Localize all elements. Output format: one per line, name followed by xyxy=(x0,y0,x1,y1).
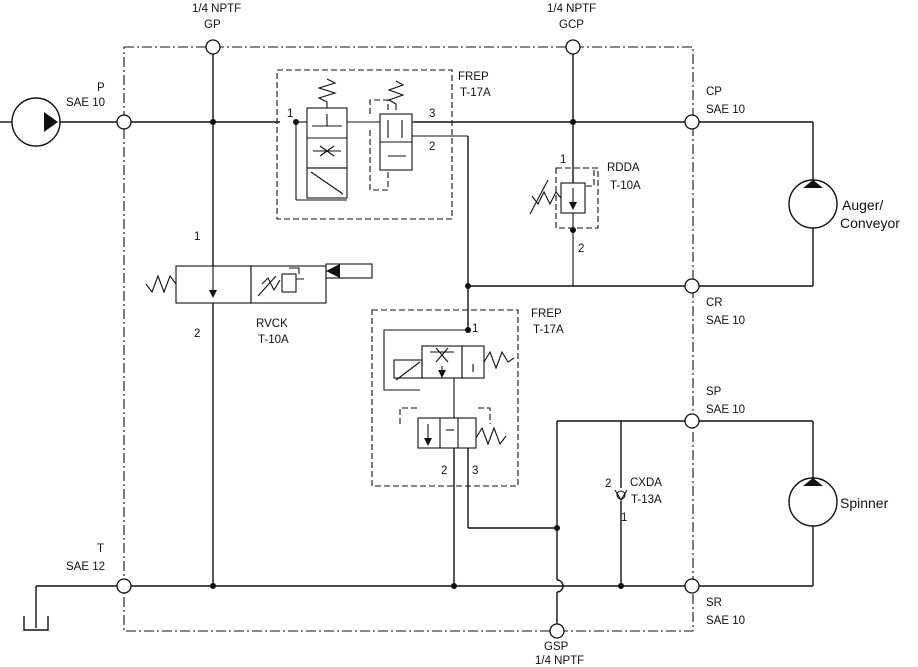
spinner-motor xyxy=(699,420,838,587)
port-t xyxy=(116,578,132,594)
rdda-port1: 1 xyxy=(560,154,566,166)
cxda-name: CXDA xyxy=(630,477,662,489)
label-sr: SR xyxy=(706,597,722,609)
cxda-port2: 2 xyxy=(605,478,611,490)
frep-top-port2: 2 xyxy=(429,141,435,153)
port-sr xyxy=(684,578,700,594)
frep-mid-valve xyxy=(371,286,557,586)
frep-mid-port2: 2 xyxy=(441,465,447,477)
label-gp: GP xyxy=(204,19,221,31)
label-cp: CP xyxy=(706,86,722,98)
frep-top-name: FREP xyxy=(458,71,489,83)
rvck-name: RVCK xyxy=(256,318,288,330)
frep-mid-port3: 3 xyxy=(472,465,478,477)
rdda-valve xyxy=(529,167,599,286)
label-sp-size: SAE 10 xyxy=(706,404,745,416)
frep-mid-name: FREP xyxy=(531,308,562,320)
frep-top-valve xyxy=(276,69,469,286)
rvck-port2: 2 xyxy=(194,328,200,340)
auger-label-line1: Auger/ xyxy=(842,197,883,213)
manifold-boundary xyxy=(123,46,694,632)
frep-mid-type: T-17A xyxy=(533,324,564,336)
rdda-port2: 2 xyxy=(578,243,584,255)
port-cp xyxy=(684,114,700,130)
auger-label-line2: Conveyor xyxy=(840,215,900,231)
cxda-type: T-13A xyxy=(631,494,662,506)
frep-top-port1: 1 xyxy=(287,108,293,120)
rdda-name: RDDA xyxy=(607,162,640,174)
frep-top-type: T-17A xyxy=(460,87,491,99)
auger-conveyor-motor xyxy=(699,121,838,287)
pump-symbol xyxy=(0,97,117,147)
label-p-size: SAE 10 xyxy=(66,97,105,109)
spinner-label: Spinner xyxy=(840,495,889,511)
cxda-port1: 1 xyxy=(621,512,627,524)
label-cr-size: SAE 10 xyxy=(706,315,745,327)
rvck-valve xyxy=(145,263,373,304)
frep-mid-port1: 1 xyxy=(472,323,478,335)
port-gp xyxy=(205,39,221,55)
label-gcp-size: 1/4 NPTF xyxy=(547,3,596,15)
label-cr: CR xyxy=(706,297,723,309)
label-p: P xyxy=(97,82,105,94)
label-t-size: SAE 12 xyxy=(66,561,105,573)
port-gsp xyxy=(549,623,565,639)
label-sp: SP xyxy=(706,386,722,398)
port-p xyxy=(116,114,132,130)
label-t: T xyxy=(97,543,104,555)
frep-top-port3: 3 xyxy=(429,108,435,120)
label-gsp-size: 1/4 NPTF xyxy=(535,655,584,667)
tank-symbol xyxy=(23,585,117,631)
label-gp-size: 1/4 NPTF xyxy=(192,3,241,15)
port-gcp xyxy=(565,39,581,55)
label-gsp: GSP xyxy=(544,641,569,653)
rvck-port1: 1 xyxy=(194,231,200,243)
rdda-type: T-10A xyxy=(610,180,641,192)
label-cp-size: SAE 10 xyxy=(706,104,745,116)
label-sr-size: SAE 10 xyxy=(706,615,745,627)
port-cr xyxy=(684,278,700,294)
port-sp xyxy=(684,413,700,429)
label-gcp: GCP xyxy=(559,19,584,31)
rvck-type: T-10A xyxy=(258,334,289,346)
